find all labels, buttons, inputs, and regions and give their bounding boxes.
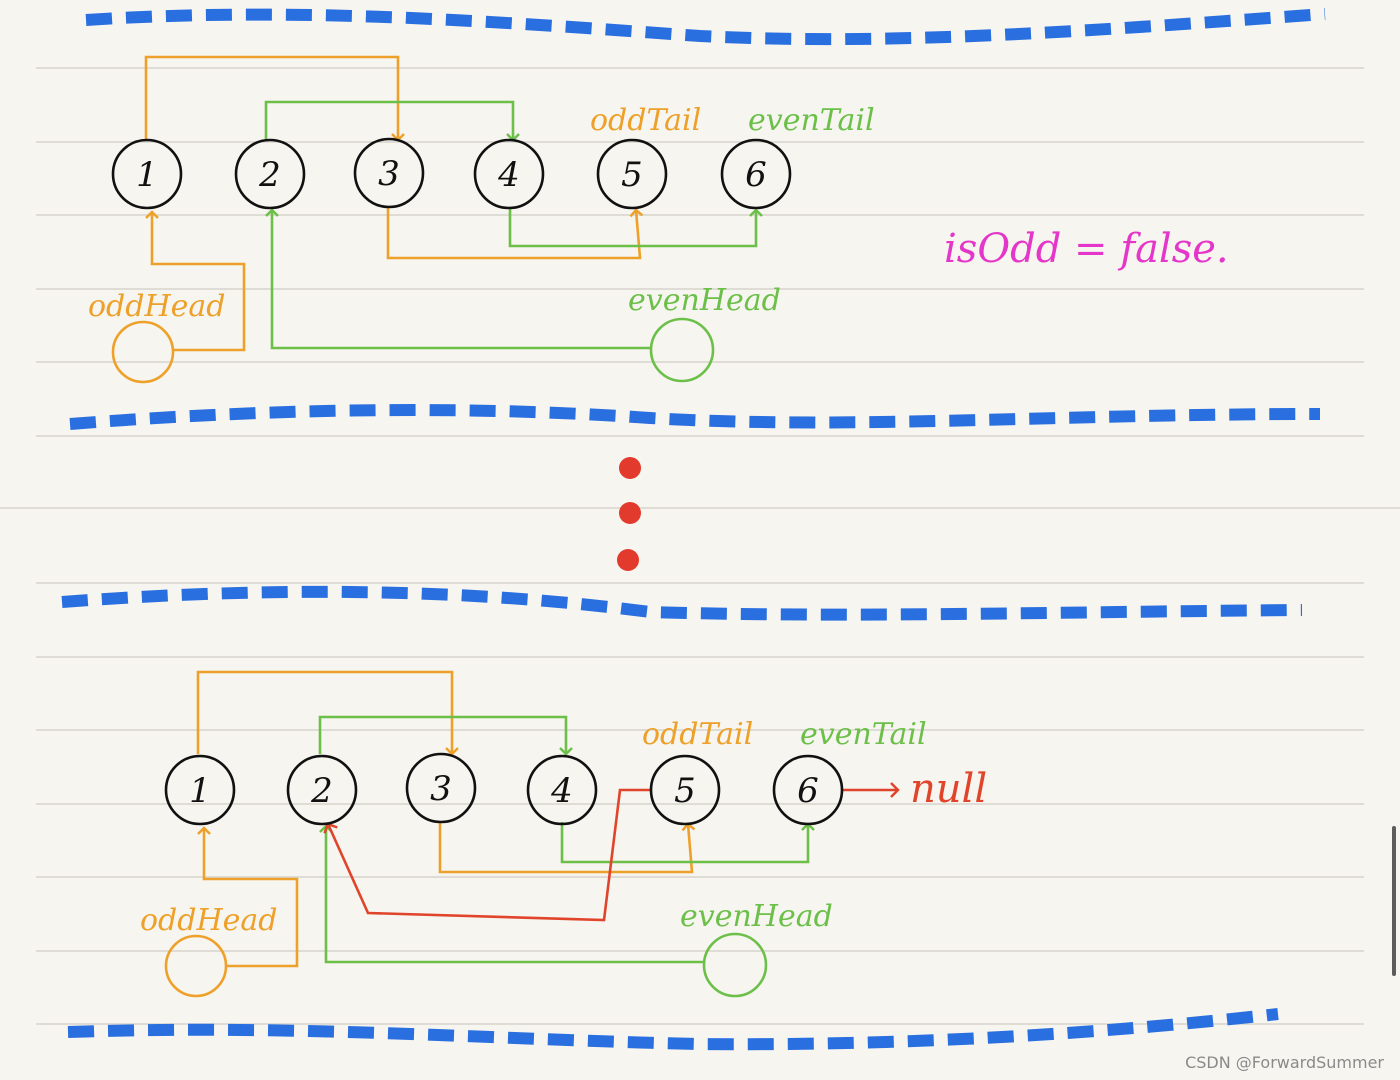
- blue-separators: [61, 8, 1326, 1051]
- scrollbar[interactable]: [1392, 826, 1396, 976]
- top-node-2-label: 2: [258, 155, 281, 195]
- bottom-eventail-label: evenTail: [800, 717, 927, 752]
- bottom-odd-links: [196, 670, 696, 968]
- bottom-node-6: [772, 754, 844, 826]
- ruled-lines: [0, 67, 1400, 1025]
- bottom-node-3-label: 3: [430, 769, 452, 809]
- top-oddhead-circle: [111, 320, 175, 384]
- top-node-4: [473, 138, 545, 210]
- top-eventail-label: evenTail: [748, 103, 875, 138]
- top-evenhead-pointer: [265, 208, 650, 350]
- top-node-5-label: 5: [621, 155, 643, 195]
- separator-middle-2: [61, 585, 1303, 621]
- bottom-link-5-to-2: [323, 788, 652, 922]
- top-even-links: [264, 100, 763, 350]
- separator-middle-1: [69, 404, 1321, 430]
- ellipsis-dot: [619, 502, 641, 524]
- bottom-oddhead-label: oddHead: [140, 903, 277, 938]
- bottom-node-6-label: 6: [797, 771, 819, 811]
- bottom-oddhead-circle: [164, 934, 228, 998]
- bottom-evenhead-label: evenHead: [680, 899, 833, 934]
- top-oddtail-label: oddTail: [590, 103, 701, 138]
- top-node-3-label: 3: [378, 154, 400, 194]
- top-node-2: [234, 138, 306, 210]
- top-link-3-to-5: [386, 207, 644, 260]
- bottom-even-links: [318, 715, 815, 964]
- ellipsis-dots: [617, 457, 641, 571]
- bottom-node-3: [405, 752, 477, 824]
- bottom-link-2-to-4: [318, 715, 573, 756]
- top-link-2-to-4: [264, 100, 520, 142]
- top-evenhead-circle: [649, 317, 715, 383]
- top-node-1: [111, 138, 183, 210]
- separator-top: [85, 8, 1326, 46]
- bottom-evenhead-pointer: [319, 824, 704, 964]
- bottom-panel: 1 2 3 4 5 6 oddTail evenTail oddHead eve…: [140, 670, 987, 998]
- bottom-link-4-to-6: [560, 822, 815, 864]
- bottom-oddhead-pointer: [197, 826, 299, 968]
- bottom-node-5-label: 5: [674, 771, 696, 811]
- bottom-node-1-label: 1: [189, 771, 211, 811]
- top-node-3: [353, 137, 425, 209]
- top-evenhead-label: evenHead: [628, 283, 781, 318]
- top-node-6: [720, 138, 792, 210]
- bottom-node-2: [286, 754, 358, 826]
- bottom-oddtail-label: oddTail: [642, 717, 753, 752]
- bottom-node-4: [526, 754, 598, 826]
- is-odd-text: isOdd = false.: [944, 226, 1229, 272]
- top-link-1-to-3: [144, 55, 405, 142]
- bottom-link-1-to-3: [196, 670, 459, 756]
- top-nodes: [111, 137, 792, 210]
- top-node-6-label: 6: [745, 155, 767, 195]
- top-panel: 1 2 3 4 5 6 oddTail evenTail oddHead eve…: [88, 55, 1229, 384]
- bottom-red-links: [323, 782, 900, 922]
- top-node-4-label: 4: [497, 155, 520, 195]
- top-link-4-to-6: [508, 207, 763, 248]
- ellipsis-dot: [619, 457, 641, 479]
- bottom-node-4-label: 4: [550, 771, 573, 811]
- bottom-node-2-label: 2: [310, 771, 333, 811]
- bottom-nodes: [164, 752, 844, 826]
- top-odd-links: [144, 55, 644, 352]
- watermark: CSDN @ForwardSummer: [1185, 1053, 1384, 1072]
- bottom-evenhead-circle: [702, 932, 768, 998]
- bottom-link-3-to-5: [438, 822, 696, 874]
- bottom-node-1: [164, 754, 236, 826]
- top-node-5: [596, 138, 668, 210]
- separator-bottom: [67, 1008, 1279, 1051]
- null-label: null: [910, 766, 987, 812]
- top-node-1-label: 1: [136, 155, 158, 195]
- bottom-node-5: [649, 754, 721, 826]
- top-oddhead-label: oddHead: [88, 289, 225, 324]
- top-oddhead-pointer: [145, 210, 246, 352]
- ellipsis-dot: [617, 549, 639, 571]
